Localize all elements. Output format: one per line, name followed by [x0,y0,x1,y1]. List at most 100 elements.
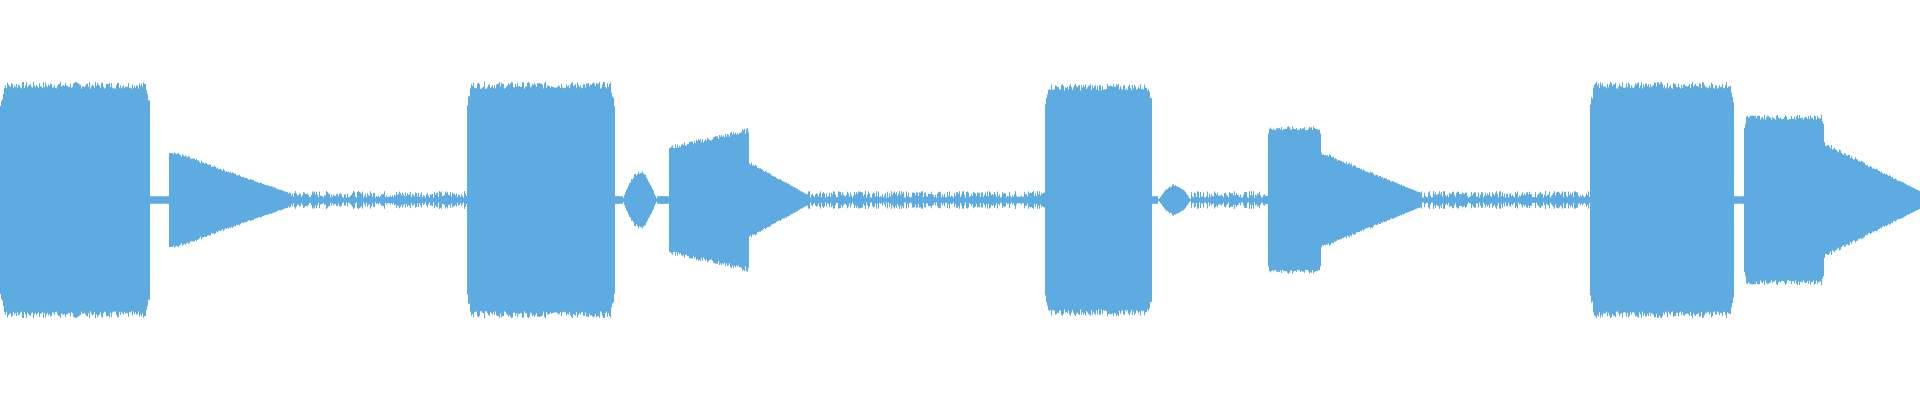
waveform-sample-bar [1300,127,1301,273]
waveform-sample-bar [1124,85,1125,316]
waveform-sample-bar [1520,196,1521,204]
waveform-sample-bar [307,193,308,207]
waveform-sample-bar [1309,126,1310,274]
waveform-sample-bar [570,84,571,316]
waveform-sample-bar [1645,83,1646,317]
waveform-sample-bar [80,84,81,316]
waveform-sample-bar [4,87,5,313]
waveform-sample-bar [590,84,591,316]
waveform-sample-bar [1549,191,1550,209]
waveform-sample-bar [699,140,700,260]
waveform-sample-bar [1391,181,1392,219]
waveform-sample-bar [538,83,539,317]
waveform-sample-bar [298,195,299,205]
waveform-sample-bar [1733,102,1734,298]
waveform-sample-bar [125,86,126,314]
waveform-sample-bar [1732,97,1733,303]
waveform-sample-bar [1818,117,1819,283]
waveform-sample-bar [1551,195,1552,205]
waveform-sample-bar [1218,195,1219,205]
waveform-sample-bar [1029,193,1030,207]
waveform-sample-bar [1778,117,1779,283]
waveform-sample-bar [160,196,161,204]
waveform-sample-bar [1517,191,1518,209]
waveform-sample-bar [1773,118,1774,282]
waveform-sample-bar [1409,188,1410,212]
waveform-sample-bar [1742,196,1743,204]
waveform-sample-bar [1349,162,1350,238]
waveform-sample-bar [1310,127,1311,273]
waveform-sample-bar [151,196,152,204]
waveform-sample-bar [719,135,720,265]
waveform-sample-bar [1219,195,1220,205]
waveform-sample-bar [1633,88,1634,312]
waveform-sample-bar [1411,189,1412,211]
waveform-sample-bar [294,192,295,208]
waveform-sample-bar [880,196,881,204]
waveform-sample-bar [508,83,509,317]
waveform-sample-bar [543,88,544,312]
waveform-sample-bar [534,83,535,317]
waveform-sample-bar [1367,171,1368,229]
waveform-sample-bar [240,175,241,225]
waveform-sample-bar [173,154,174,246]
waveform-sample-bar [790,185,791,215]
waveform-sample-bar [293,196,294,204]
waveform-sample-bar [1171,186,1172,214]
waveform-sample-bar [1647,86,1648,314]
waveform-sample-bar [872,193,873,207]
waveform-sample-bar [932,194,933,206]
waveform-sample-bar [1202,196,1203,204]
waveform-sample-bar [153,196,154,204]
waveform-sample-bar [548,85,549,315]
waveform-sample-bar [13,88,14,312]
waveform-sample-bar [1884,173,1885,227]
waveform-sample-bar [83,86,84,314]
waveform-sample-bar [1423,197,1424,203]
waveform-sample-bar [1211,194,1212,206]
waveform-sample-bar [632,179,633,221]
waveform-sample-bar [1387,180,1388,221]
waveform-sample-bar [102,82,103,318]
waveform-sample-bar [198,160,199,240]
waveform-sample-bar [1093,88,1094,312]
waveform-sample-bar [1707,87,1708,313]
waveform-sample-bar [703,142,704,258]
waveform-sample-bar [1616,88,1617,312]
waveform-sample-bar [811,194,812,206]
waveform-sample-bar [1570,192,1571,208]
waveform-sample-bar [666,196,667,204]
waveform-sample-bar [1248,197,1249,203]
waveform-sample-bar [1090,84,1091,316]
waveform-sample-bar [1247,197,1248,203]
waveform-sample-bar [204,163,205,237]
waveform-sample-bar [301,196,302,204]
waveform-sample-bar [213,166,214,234]
waveform-sample-bar [1464,194,1465,206]
waveform-sample-bar [415,192,416,208]
waveform-sample-bar [1401,184,1402,216]
waveform-sample-bar [1091,90,1092,310]
waveform-sample-bar [1060,89,1061,311]
waveform-sample-bar [129,87,130,313]
waveform-sample-bar [259,183,260,217]
waveform-sample-bar [1904,183,1905,217]
waveform-sample-bar [378,195,379,205]
waveform-sample-bar [1914,188,1915,212]
waveform-sample-bar [1087,87,1088,313]
waveform-sample-bar [716,136,717,264]
waveform-sample-bar [1843,154,1844,245]
waveform-sample-bar [15,87,16,313]
waveform-sample-bar [1817,116,1818,284]
waveform-sample-bar [1380,176,1381,224]
waveform-sample-bar [19,85,20,315]
waveform-sample-bar [577,82,578,318]
waveform-sample-bar [592,83,593,317]
waveform-sample-bar [1149,91,1150,309]
waveform-sample-bar [671,146,672,254]
waveform-sample-bar [448,194,449,206]
waveform-sample-bar [1697,86,1698,314]
waveform-sample-bar [1500,191,1501,209]
waveform-sample-bar [1293,128,1294,272]
waveform-sample-bar [124,88,125,312]
